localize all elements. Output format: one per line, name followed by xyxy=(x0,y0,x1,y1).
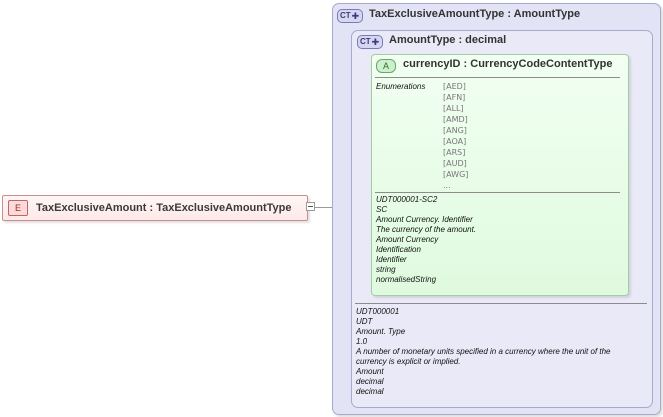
doc-line: A number of monetary units specified in … xyxy=(356,347,611,356)
attribute-documentation: UDT000001-SC2 SC Amount Currency. Identi… xyxy=(376,195,476,285)
amount-doc-separator xyxy=(355,303,647,304)
enumeration-list: [AED] [AFN] [ALL] [AMD] [ANG] [AOA] [ARS… xyxy=(443,81,468,191)
attribute-title: currencyID : CurrencyCodeContentType xyxy=(403,58,613,70)
element-connector xyxy=(315,207,332,208)
enum-value: [AUD] xyxy=(443,159,467,168)
doc-line: currency is explicit or implied. xyxy=(356,357,461,366)
amount-type-documentation: UDT000001 UDT Amount. Type 1.0 A number … xyxy=(356,307,648,397)
attribute-separator-bottom xyxy=(375,192,620,193)
inner-type-title: AmountType : decimal xyxy=(389,34,507,46)
enum-value: [AMD] xyxy=(443,115,468,124)
element-badge: E xyxy=(8,200,28,216)
doc-line: UDT xyxy=(356,317,373,326)
doc-line: UDT000001 xyxy=(356,307,400,316)
attribute-node[interactable] xyxy=(371,54,629,296)
collapse-toggle[interactable] xyxy=(306,202,315,211)
doc-line: Amount Currency. Identifier xyxy=(376,215,473,224)
doc-line: The currency of the amount. xyxy=(376,225,477,234)
plus-icon: ✚ xyxy=(351,11,360,21)
enum-value: [AOA] xyxy=(443,137,467,146)
element-node[interactable]: E TaxExclusiveAmount : TaxExclusiveAmoun… xyxy=(2,195,308,221)
doc-line: Identification xyxy=(376,245,421,254)
doc-line: normalisedString xyxy=(376,275,437,284)
doc-line: decimal xyxy=(356,377,384,386)
doc-line: decimal xyxy=(356,387,384,396)
enum-value: [AED] xyxy=(443,82,466,91)
outer-ct-badge: CT✚ xyxy=(337,9,363,23)
outer-type-title: TaxExclusiveAmountType : AmountType xyxy=(369,8,581,20)
doc-line: Identifier xyxy=(376,255,407,264)
element-label: TaxExclusiveAmount : TaxExclusiveAmountT… xyxy=(36,202,292,214)
enum-value: [ANG] xyxy=(443,126,467,135)
doc-line: UDT000001-SC2 xyxy=(376,195,438,204)
inner-ct-badge: CT✚ xyxy=(357,35,383,49)
doc-line: SC xyxy=(376,205,388,214)
attribute-separator-top xyxy=(375,77,620,78)
enum-value: [AFN] xyxy=(443,93,466,102)
doc-line: Amount Currency xyxy=(376,235,439,244)
doc-line: Amount xyxy=(356,367,384,376)
attribute-badge: A xyxy=(376,59,396,73)
enum-value: [ALL] xyxy=(443,104,464,113)
doc-line: Amount. Type xyxy=(356,327,406,336)
enum-value: [AWG] xyxy=(443,170,469,179)
enumerations-label: Enumerations xyxy=(376,82,426,91)
plus-icon: ✚ xyxy=(371,37,380,47)
enum-value: [ARS] xyxy=(443,148,466,157)
enum-ellipsis: ... xyxy=(443,181,451,190)
doc-line: string xyxy=(376,265,396,274)
doc-line: 1.0 xyxy=(356,337,368,346)
